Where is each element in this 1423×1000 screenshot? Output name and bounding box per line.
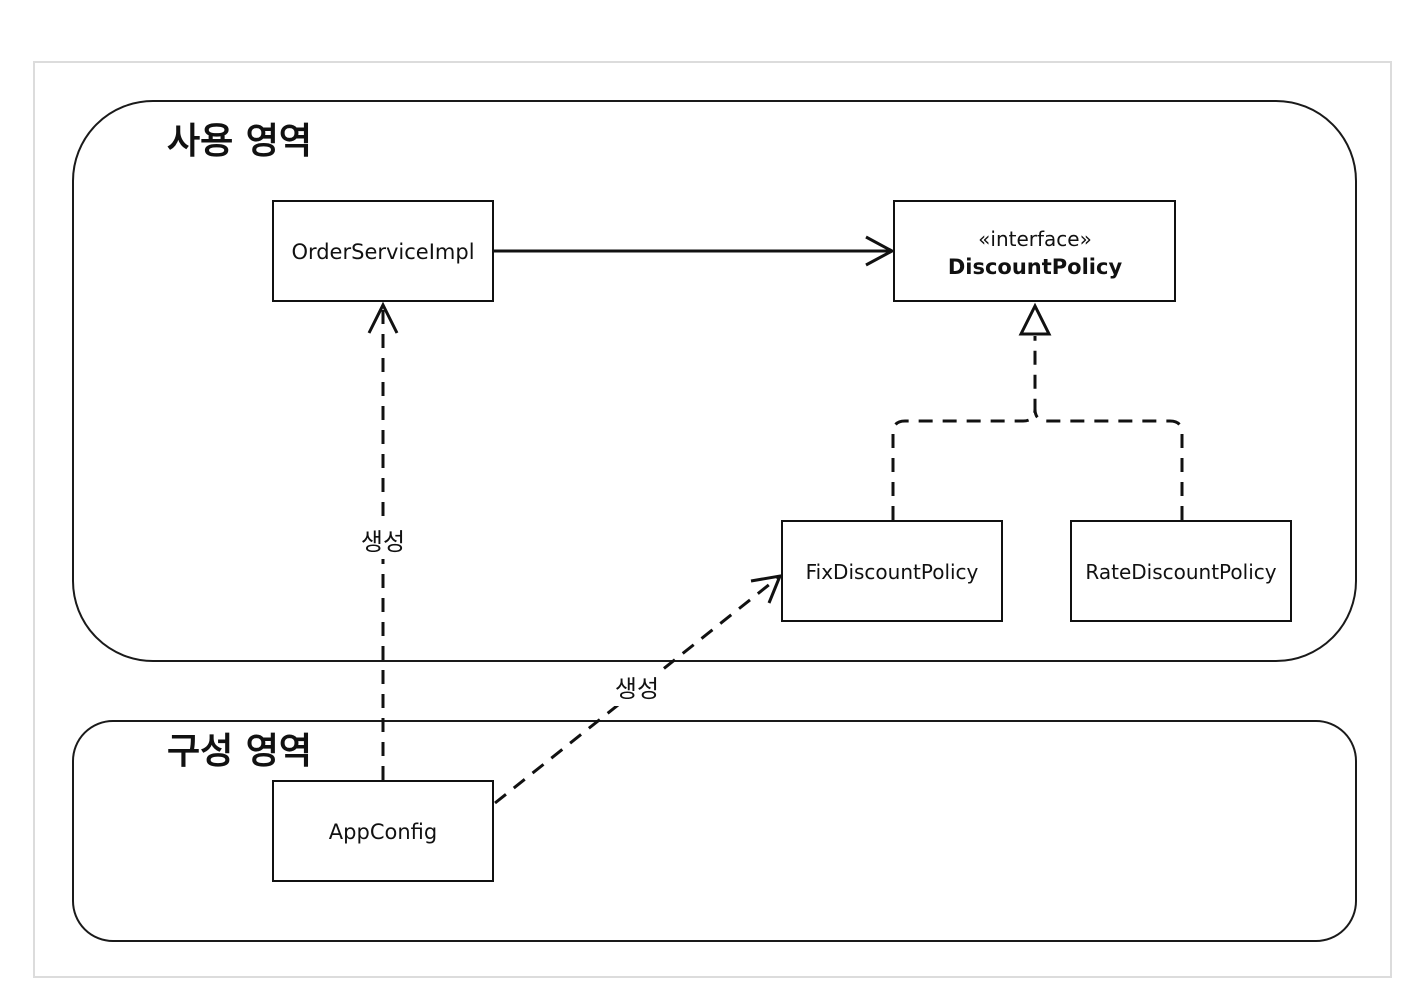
edge-config-creates-fix: [494, 574, 783, 805]
node-discount-policy-stereotype: «interface»: [978, 227, 1092, 251]
edge-label-create-order: 생성: [361, 528, 405, 556]
node-app-config[interactable]: AppConfig: [272, 780, 494, 882]
usage-region: [72, 100, 1357, 662]
config-region-label: 구성 영역: [167, 731, 312, 772]
realization-triangle-head: [1018, 302, 1052, 336]
node-order-service-impl[interactable]: OrderServiceImpl: [272, 200, 494, 302]
usage-region-label: 사용 영역: [167, 121, 312, 162]
edge-config-creates-order: [367, 301, 399, 780]
node-rate-discount-policy-label: RateDiscountPolicy: [1085, 560, 1276, 584]
node-fix-discount-policy-label: FixDiscountPolicy: [806, 560, 979, 584]
node-rate-discount-policy[interactable]: RateDiscountPolicy: [1070, 520, 1292, 622]
edge-label-create-fix: 생성: [615, 675, 659, 703]
edge-realization: [891, 302, 1184, 520]
node-discount-policy-label: DiscountPolicy: [948, 255, 1123, 279]
node-app-config-label: AppConfig: [329, 820, 437, 844]
node-discount-policy[interactable]: «interface» DiscountPolicy: [893, 200, 1176, 302]
config-region: [72, 720, 1357, 942]
node-fix-discount-policy[interactable]: FixDiscountPolicy: [781, 520, 1003, 622]
node-order-service-impl-label: OrderServiceImpl: [291, 240, 474, 264]
edge-order-to-discount: [493, 235, 896, 267]
edge-label-bg: [352, 523, 414, 559]
edge-label-bg: [606, 670, 668, 706]
